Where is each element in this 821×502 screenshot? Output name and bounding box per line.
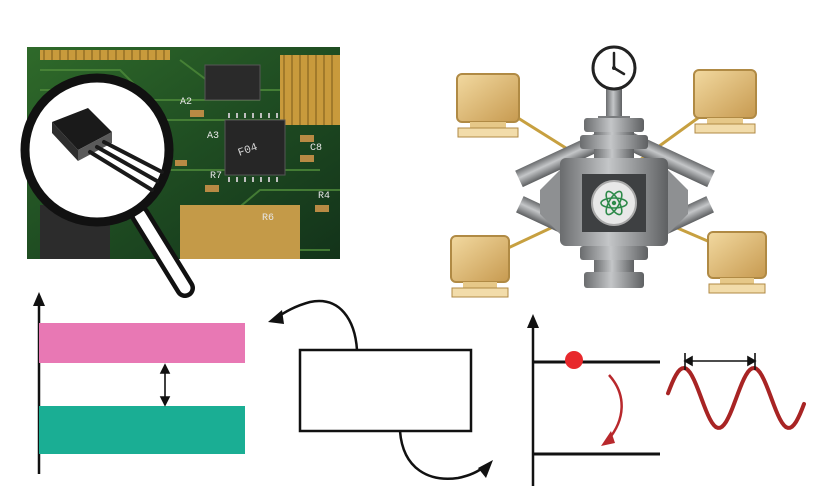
output-arrow	[400, 431, 485, 479]
axis-arrowhead	[527, 314, 539, 328]
computer-monitor-icon	[457, 74, 519, 137]
sine-wave	[668, 368, 804, 428]
input-arrow	[276, 301, 357, 350]
computer-monitor-icon	[708, 232, 766, 293]
conduction-band	[39, 323, 245, 363]
silkscreen-label: R6	[262, 213, 274, 224]
silkscreen-label: C8	[310, 143, 322, 154]
band-gap-diagram	[33, 292, 245, 474]
energy-level-diagram	[527, 314, 660, 486]
silkscreen-label: A2	[180, 97, 192, 108]
computer-monitor-icon	[451, 236, 509, 297]
silkscreen-label: A3	[207, 131, 219, 142]
clock-icon	[593, 47, 635, 89]
computer-monitor-icon	[694, 70, 756, 133]
atomic-clock-illustration	[451, 47, 766, 297]
valence-band	[39, 406, 245, 454]
electron-dot	[565, 351, 583, 369]
circuit-board-photo: F04 A2 A3 R7 R6 C8 R4	[25, 47, 340, 288]
transition-arrow	[608, 375, 622, 440]
wavelength-marker	[685, 353, 755, 370]
device-box	[300, 350, 471, 431]
emitted-wave	[668, 353, 804, 428]
device-box-diagram	[268, 301, 493, 479]
silkscreen-label: R7	[210, 171, 222, 182]
silkscreen-label: R4	[318, 191, 330, 202]
band-gap-arrow	[161, 365, 169, 405]
axis-arrowhead	[33, 292, 45, 306]
